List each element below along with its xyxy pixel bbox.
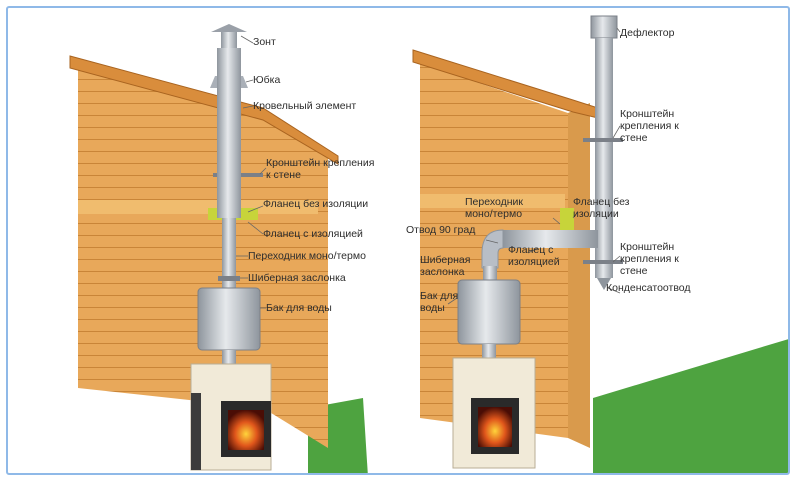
- label-water-tank-right: Бак для воды: [420, 290, 459, 314]
- right-bracket-bottom: [583, 260, 623, 264]
- label-roof-element: Кровельный элемент: [253, 100, 357, 112]
- label-skirt: Юбка: [253, 74, 281, 86]
- label-flange-no-insulation-right: Фланец без изоляции: [573, 196, 630, 220]
- label-wall-bracket: Кронштейн крепления к стене: [266, 157, 375, 181]
- label-condensate-drain: Конденсатоотвод: [606, 282, 691, 294]
- label-flange-no-insulation: Фланец без изоляции: [263, 198, 369, 210]
- label-adapter: Переходник моно/термо: [248, 250, 366, 262]
- label-flange-insulated-right: Фланец с изоляцией: [508, 244, 560, 268]
- label-wall-bracket-bottom: Кронштейн крепления к стене: [620, 241, 679, 277]
- right-bracket-top: [583, 138, 623, 142]
- right-wall-side: [568, 103, 590, 448]
- left-tank-pipe: [222, 350, 236, 364]
- right-grass: [593, 339, 788, 473]
- left-scene: [69, 24, 368, 473]
- right-condensate: [597, 278, 611, 290]
- diagram-frame: Зонт Юбка Кровельный элемент Кронштейн к…: [6, 6, 790, 475]
- left-pipe-mono: [222, 218, 236, 293]
- label-damper: Шиберная заслонка: [248, 272, 346, 284]
- left-stove-side: [191, 393, 201, 470]
- right-pipe-vertical: [595, 38, 613, 278]
- label-elbow-90: Отвод 90 град: [406, 224, 476, 236]
- left-fire: [228, 410, 264, 450]
- right-fire: [478, 407, 512, 447]
- label-deflector: Дефлектор: [620, 27, 675, 39]
- left-umbrella: [211, 24, 247, 32]
- right-elbow-90: [481, 229, 504, 269]
- right-pipe-horizontal: [503, 230, 598, 248]
- label-adapter-right: Переходник моно/термо: [465, 196, 523, 220]
- label-umbrella: Зонт: [253, 36, 276, 48]
- right-water-tank: [457, 279, 521, 345]
- left-roof: [69, 55, 339, 165]
- right-tank-pipe: [482, 344, 496, 358]
- label-flange-insulated: Фланец с изоляцией: [263, 228, 363, 240]
- right-deflector: [590, 15, 618, 39]
- right-pipe-mono: [483, 266, 497, 282]
- label-wall-bracket-top: Кронштейн крепления к стене: [620, 108, 679, 144]
- left-cap-pipe: [221, 32, 237, 52]
- right-scene: [412, 15, 788, 473]
- chimney-diagram: [69, 15, 788, 473]
- left-pipe-insulated: [217, 48, 241, 218]
- label-water-tank: Бак для воды: [266, 302, 332, 314]
- left-damper: [218, 276, 240, 281]
- label-damper-right: Шиберная заслонка: [420, 254, 471, 278]
- right-beam: [420, 194, 565, 208]
- left-water-tank: [197, 287, 261, 351]
